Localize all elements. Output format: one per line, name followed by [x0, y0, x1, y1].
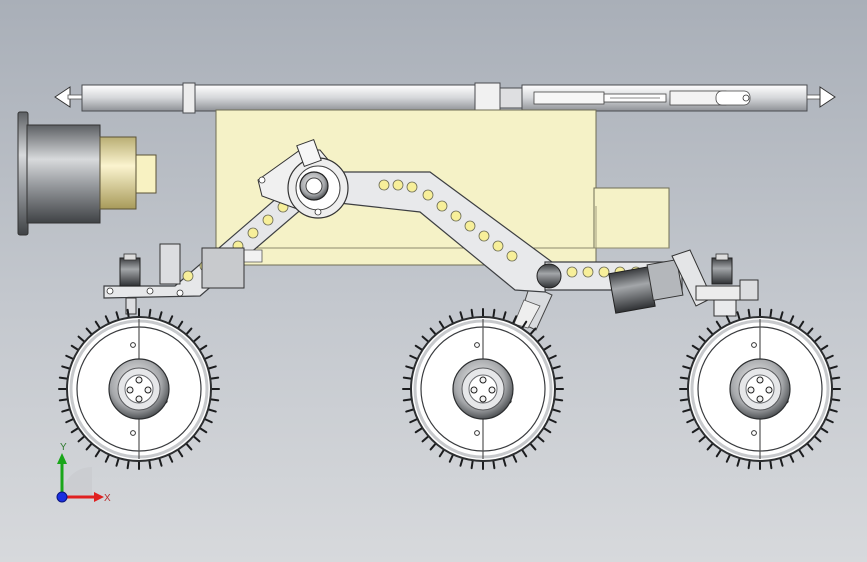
axis-x-label: X: [104, 493, 111, 504]
wheel-rear[interactable]: [678, 307, 842, 471]
differential-pivot[interactable]: [257, 138, 349, 219]
top-rail[interactable]: [54, 82, 836, 114]
wheel-middle[interactable]: [401, 307, 565, 471]
rear-steering-motor[interactable]: [608, 249, 759, 314]
wheel-front[interactable]: [57, 307, 221, 471]
axis-y-label: Y: [60, 442, 67, 453]
front-camera-module[interactable]: [17, 111, 157, 236]
coordinate-triad: Y X: [56, 442, 111, 504]
rear-steering-post[interactable]: [711, 253, 737, 317]
front-steering-post[interactable]: [119, 253, 141, 315]
